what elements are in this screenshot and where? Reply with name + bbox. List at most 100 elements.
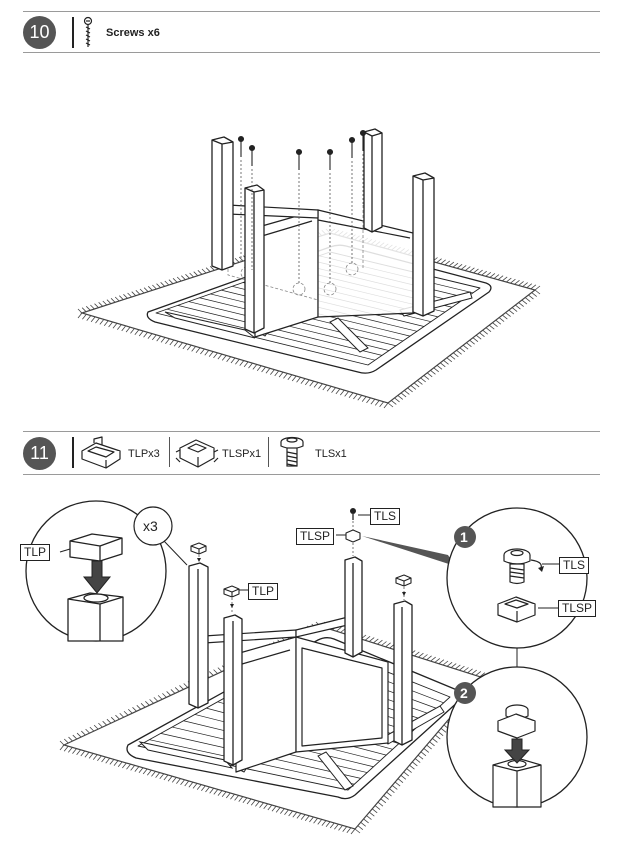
floor-hatch-mark bbox=[510, 278, 516, 284]
floor-hatch-mark bbox=[117, 761, 123, 768]
floor-hatch-mark bbox=[81, 307, 87, 312]
floor-hatch-mark bbox=[426, 744, 432, 750]
floor-hatch-mark bbox=[152, 284, 157, 290]
floor-hatch-mark bbox=[178, 342, 183, 348]
floor-hatch-mark bbox=[109, 759, 115, 765]
floor-hatch-mark bbox=[174, 687, 180, 692]
floor-hatch-mark bbox=[344, 391, 349, 397]
floor-hatch-mark bbox=[492, 322, 498, 327]
floor-hatch-mark bbox=[77, 312, 83, 319]
floor-hatch-mark bbox=[209, 266, 215, 271]
floor-hatch-mark bbox=[353, 393, 358, 400]
floor-hatch-mark bbox=[426, 655, 432, 661]
floor-hatch-mark bbox=[125, 326, 131, 333]
floor-hatch-mark bbox=[164, 280, 170, 286]
floor-hatch-mark bbox=[76, 749, 81, 756]
floor-hatch-mark bbox=[456, 349, 462, 355]
floor-hatch-mark bbox=[429, 741, 435, 747]
floor-hatch-mark bbox=[453, 352, 459, 358]
floor-hatch-mark bbox=[334, 823, 339, 830]
step11-leg-front-right bbox=[393, 600, 413, 746]
floor-hatch-mark bbox=[406, 768, 412, 773]
floor-hatch-mark bbox=[145, 701, 150, 706]
floor-hatch-mark bbox=[407, 387, 413, 393]
floor-hatch-mark bbox=[234, 258, 240, 263]
floor-hatch-mark bbox=[92, 754, 98, 760]
floor-hatch-mark bbox=[357, 395, 363, 401]
floor-hatch-mark bbox=[495, 319, 502, 325]
floor-hatch-mark bbox=[84, 751, 90, 758]
floor-hatch-mark bbox=[389, 788, 395, 794]
floor-hatch-mark bbox=[452, 262, 459, 268]
floor-hatch-mark bbox=[188, 781, 194, 788]
floor-hatch-mark bbox=[123, 294, 128, 299]
floor-hatch-mark bbox=[226, 356, 231, 362]
floor-hatch-mark bbox=[292, 811, 298, 818]
floor-hatch-mark bbox=[374, 805, 381, 810]
floor-hatch-mark bbox=[99, 319, 105, 325]
floor-hatch-mark bbox=[72, 734, 78, 740]
floor-hatch-mark bbox=[300, 814, 306, 820]
floor-hatch-mark bbox=[88, 753, 94, 759]
floor-hatch-mark bbox=[309, 380, 314, 387]
floor-hatch-mark bbox=[318, 383, 323, 389]
floor-hatch-mark bbox=[526, 283, 533, 289]
floor-hatch-mark bbox=[184, 780, 190, 787]
floor-hatch-mark bbox=[506, 277, 512, 283]
floor-hatch-mark bbox=[193, 271, 199, 276]
floor-hatch-mark bbox=[440, 259, 446, 265]
floor-hatch-mark bbox=[163, 774, 169, 781]
floor-hatch-mark bbox=[270, 369, 275, 375]
floor-hatch-mark bbox=[508, 309, 515, 315]
floor-hatch-mark bbox=[138, 330, 144, 337]
floor-hatch-mark bbox=[414, 758, 421, 763]
floor-hatch-mark bbox=[335, 388, 341, 395]
floor-hatch-mark bbox=[514, 279, 520, 285]
step11-detail-step2-number: 2 bbox=[460, 685, 468, 701]
floor-hatch-mark bbox=[156, 283, 161, 288]
floor-hatch-mark bbox=[283, 373, 288, 379]
floor-hatch-mark bbox=[400, 774, 407, 780]
floor-hatch-mark bbox=[204, 350, 210, 356]
floor-hatch-mark bbox=[479, 672, 486, 678]
floor-hatch-mark bbox=[90, 304, 95, 310]
floor-hatch-mark bbox=[394, 781, 401, 787]
floor-hatch-mark bbox=[459, 665, 465, 671]
floor-hatch-mark bbox=[477, 269, 483, 275]
floor-hatch-mark bbox=[149, 699, 154, 704]
floor-hatch-mark bbox=[209, 787, 214, 794]
floor-hatch-mark bbox=[106, 718, 112, 724]
floor-hatch-mark bbox=[420, 751, 427, 757]
floor-hatch-mark bbox=[221, 355, 227, 361]
floor-hatch-mark bbox=[511, 307, 518, 312]
floor-hatch-mark bbox=[524, 297, 531, 302]
tabletop-slat bbox=[177, 305, 383, 356]
floor-hatch-mark bbox=[397, 778, 404, 783]
floor-hatch-mark bbox=[304, 815, 310, 822]
step11-detail-plug bbox=[69, 533, 123, 562]
floor-hatch-mark bbox=[338, 825, 343, 831]
floor-hatch-mark bbox=[531, 292, 537, 297]
floor-hatch-mark bbox=[391, 400, 397, 405]
floor-hatch-mark bbox=[361, 396, 367, 402]
floor-hatch-mark bbox=[336, 626, 342, 632]
floor-hatch-mark bbox=[385, 642, 391, 648]
floor-hatch-mark bbox=[197, 270, 203, 275]
floor-hatch-mark bbox=[404, 390, 410, 395]
floor-hatch-mark bbox=[534, 285, 541, 291]
floor-hatch-mark bbox=[169, 339, 175, 346]
floor-hatch-mark bbox=[435, 734, 441, 740]
floor-hatch-mark bbox=[465, 266, 471, 271]
floor-hatch-mark bbox=[364, 635, 371, 641]
floor-hatch-mark bbox=[373, 638, 379, 644]
floor-hatch-mark bbox=[182, 343, 188, 350]
floor-hatch-mark bbox=[200, 348, 205, 355]
step10-part-label: Screws x6 bbox=[106, 27, 160, 39]
floor-hatch-mark bbox=[122, 762, 127, 769]
floor-hatch-mark bbox=[442, 660, 449, 666]
floor-hatch-mark bbox=[156, 335, 161, 342]
step11-callout-tlsp-top: TLSP bbox=[296, 528, 335, 545]
step11-part-separator-2 bbox=[268, 437, 269, 467]
floor-hatch-mark bbox=[162, 693, 167, 698]
floor-hatch-mark bbox=[68, 747, 73, 753]
